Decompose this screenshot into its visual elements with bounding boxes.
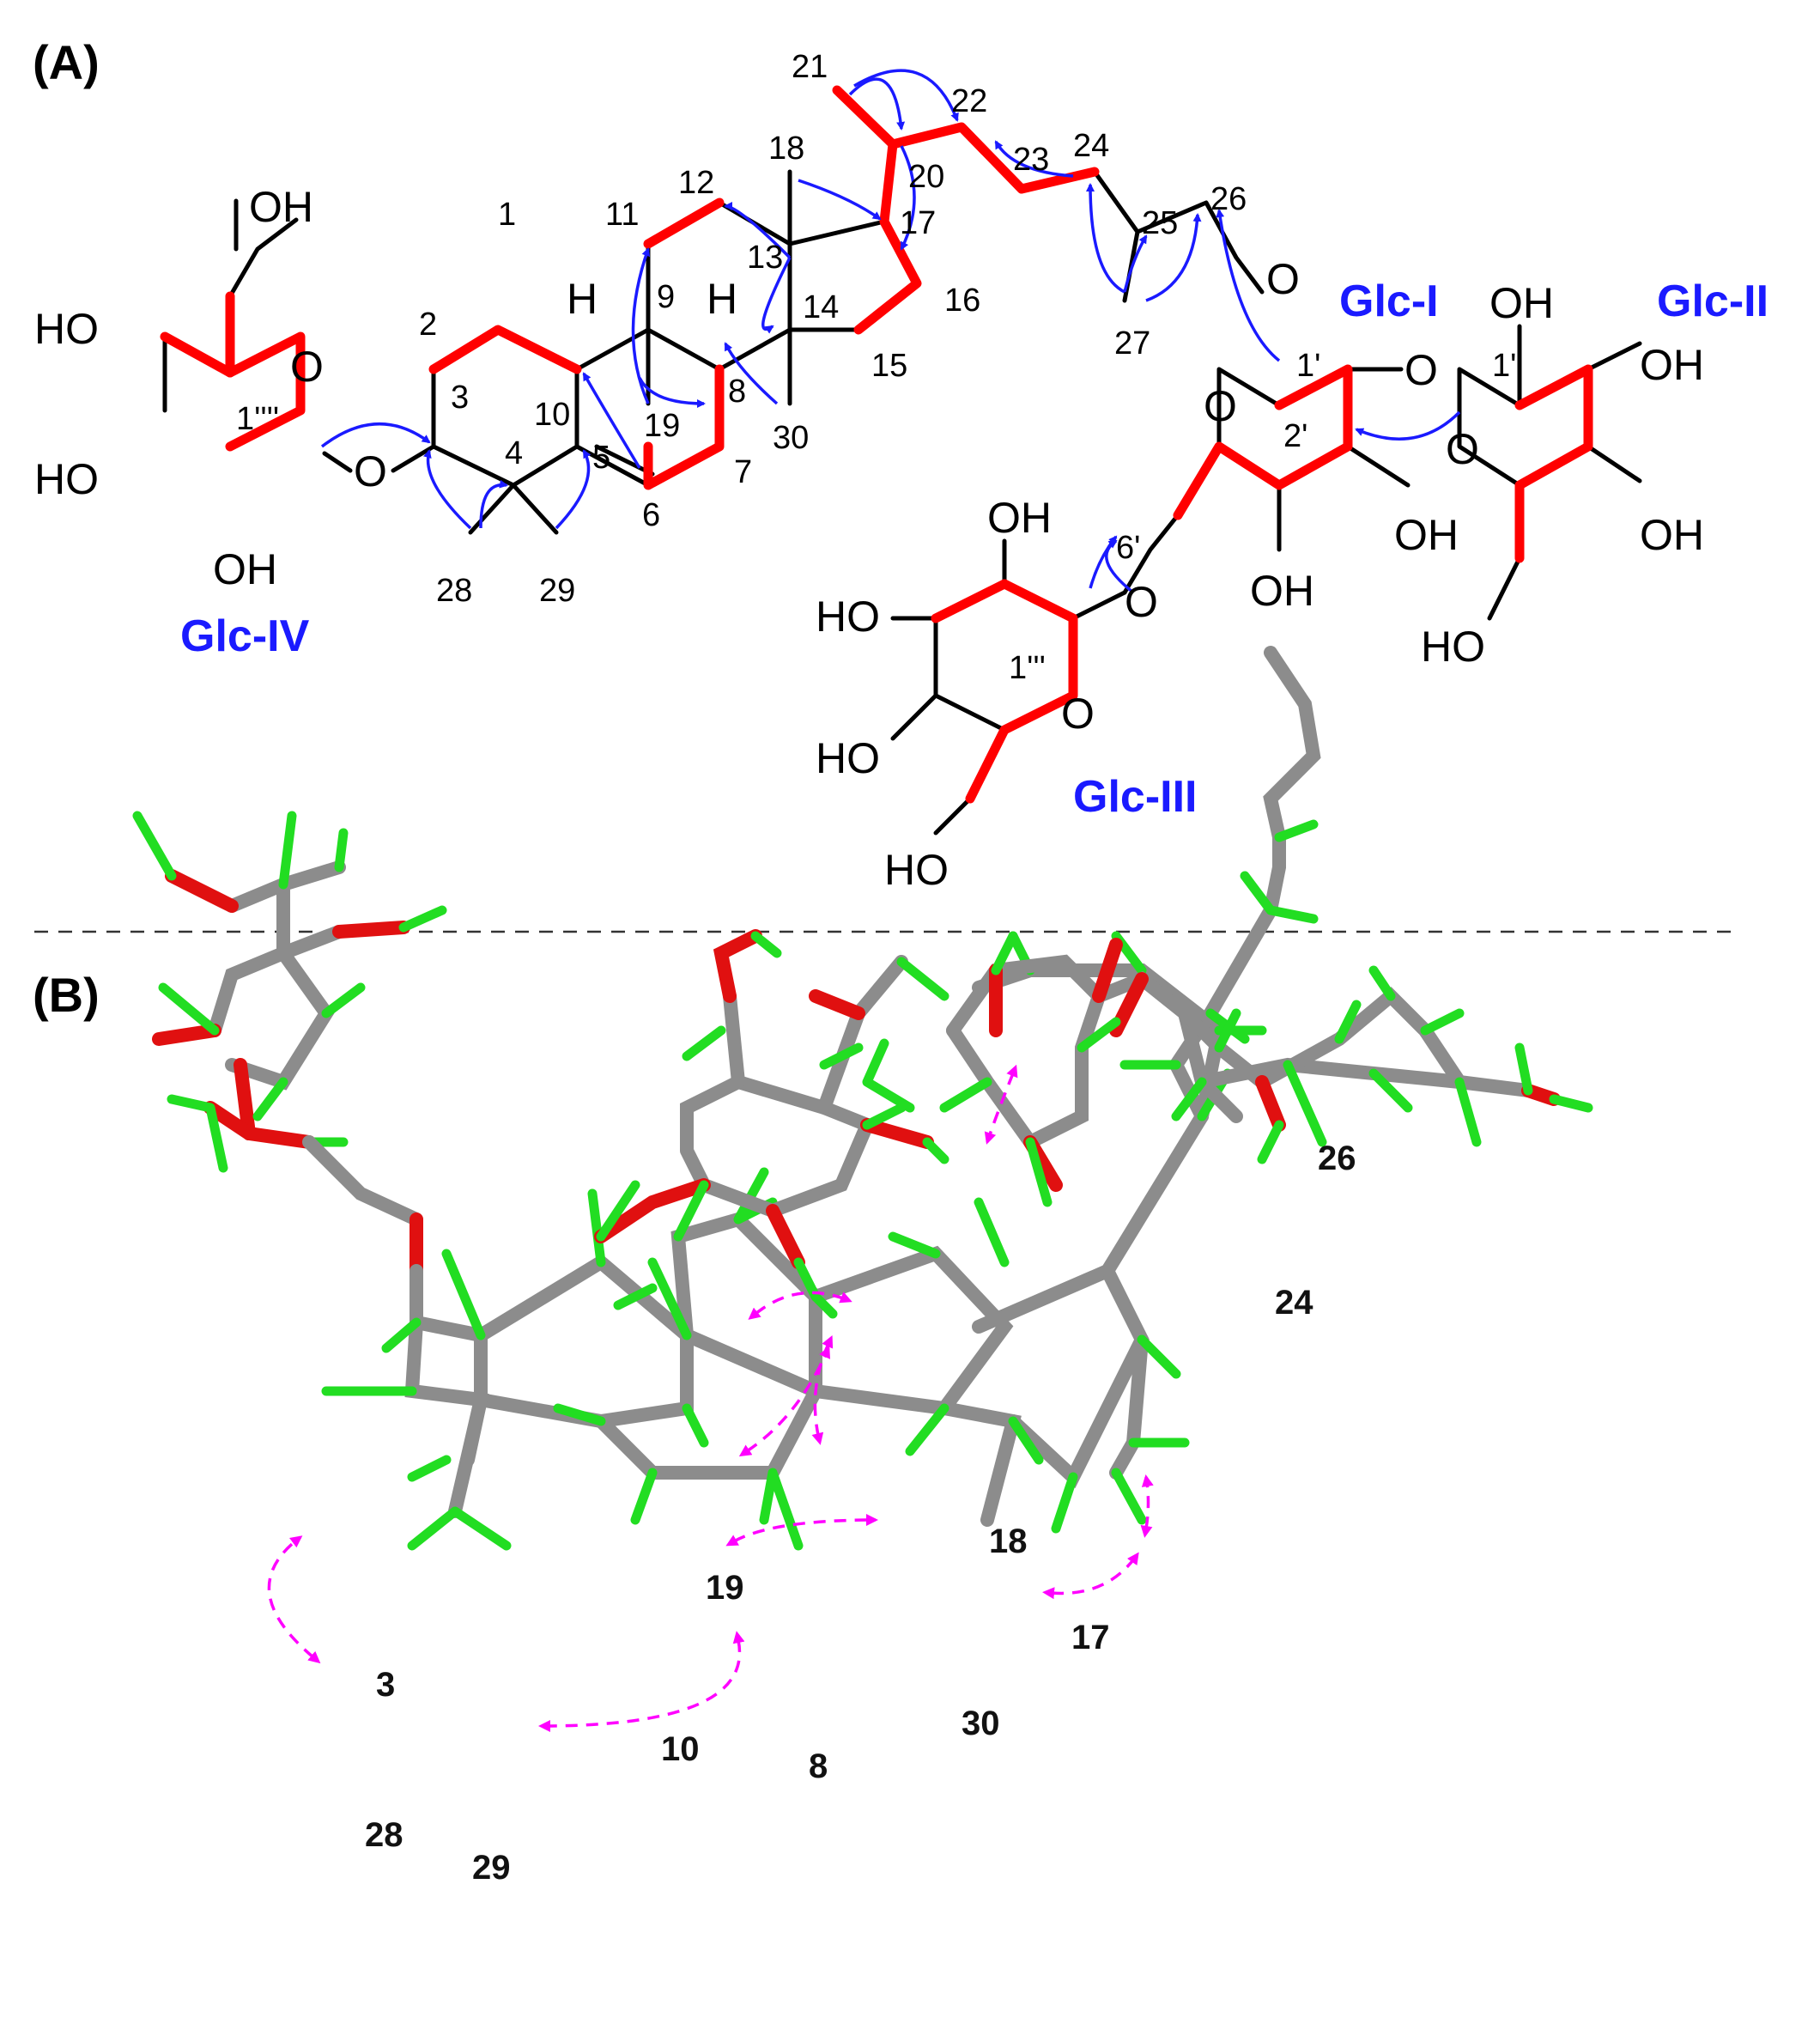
label-oh: OH bbox=[1640, 341, 1704, 389]
sugar-label-glc-i: Glc-I bbox=[1339, 277, 1439, 326]
label-ho: HO bbox=[884, 846, 949, 894]
num-18: 18 bbox=[768, 131, 804, 167]
label-o: O bbox=[1404, 346, 1438, 394]
num-28: 28 bbox=[436, 573, 472, 609]
label-ho: HO bbox=[1421, 623, 1485, 671]
num-b-30: 30 bbox=[962, 1705, 1000, 1742]
carbon-numbering-b: 3 10 8 17 18 19 24 26 28 29 30 bbox=[365, 1140, 1356, 1887]
label-o: O bbox=[1266, 255, 1300, 303]
num-9: 9 bbox=[657, 279, 675, 315]
num-8: 8 bbox=[728, 374, 746, 410]
num-19: 19 bbox=[644, 408, 680, 444]
label-o: O bbox=[1446, 425, 1479, 473]
num-22: 22 bbox=[951, 83, 987, 119]
num-17: 17 bbox=[900, 205, 936, 241]
num-b-17: 17 bbox=[1071, 1619, 1110, 1656]
panel-label-b: (B) bbox=[33, 968, 100, 1022]
noesy-arrows-b bbox=[267, 1064, 1154, 1732]
num-4: 4 bbox=[505, 435, 523, 471]
label-ho: HO bbox=[816, 593, 880, 641]
label-h: H bbox=[567, 275, 598, 323]
num-13: 13 bbox=[747, 240, 783, 276]
label-h: H bbox=[707, 275, 737, 323]
model-glc-iii bbox=[594, 929, 949, 1302]
label-ho: HO bbox=[34, 305, 99, 353]
num-24: 24 bbox=[1073, 128, 1109, 164]
num-b-8: 8 bbox=[809, 1747, 828, 1785]
num-12: 12 bbox=[678, 165, 714, 201]
num-29: 29 bbox=[539, 573, 575, 609]
num-5: 5 bbox=[592, 440, 610, 476]
num-1-quad-prime: 1'''' bbox=[236, 401, 279, 437]
num-6: 6 bbox=[642, 497, 660, 533]
label-oh: OH bbox=[1250, 567, 1314, 615]
label-o: O bbox=[1204, 382, 1237, 430]
sugar-label-glc-iii: Glc-III bbox=[1073, 772, 1197, 822]
num-1-triple-prime: 1''' bbox=[1009, 650, 1046, 686]
label-oh: OH bbox=[1489, 279, 1554, 327]
atom-labels-a: OH HO HO OH O O H H O O O OH OH OH OH O … bbox=[34, 183, 1704, 894]
hmbc-arrows-a bbox=[320, 69, 1461, 594]
label-oh: OH bbox=[987, 494, 1052, 542]
num-27: 27 bbox=[1114, 325, 1150, 362]
num-11: 11 bbox=[605, 197, 639, 233]
num-1: 1 bbox=[498, 197, 516, 233]
panel-label-a: (A) bbox=[33, 35, 100, 89]
sugar-label-glc-ii: Glc-II bbox=[1657, 277, 1768, 326]
num-14: 14 bbox=[803, 289, 839, 325]
num-b-29: 29 bbox=[472, 1849, 511, 1887]
num-30: 30 bbox=[773, 420, 809, 456]
num-26: 26 bbox=[1210, 181, 1247, 217]
num-15: 15 bbox=[871, 348, 907, 384]
num-b-10: 10 bbox=[661, 1730, 700, 1768]
num-25: 25 bbox=[1142, 205, 1178, 241]
label-oh: OH bbox=[1394, 511, 1459, 559]
num-23: 23 bbox=[1013, 142, 1049, 178]
num-6-prime: 6' bbox=[1116, 530, 1140, 566]
num-1-double-prime: 1'' bbox=[1492, 348, 1523, 384]
cosy-bonds-a bbox=[160, 85, 1593, 804]
num-b-26: 26 bbox=[1318, 1140, 1356, 1177]
label-ho: HO bbox=[816, 734, 880, 782]
label-o: O bbox=[1125, 578, 1158, 626]
label-o: O bbox=[290, 343, 324, 391]
num-21: 21 bbox=[792, 49, 828, 85]
label-o: O bbox=[354, 447, 387, 495]
label-oh: OH bbox=[213, 545, 277, 593]
num-1-prime: 1' bbox=[1296, 348, 1320, 384]
label-oh: OH bbox=[1640, 511, 1704, 559]
num-3: 3 bbox=[451, 380, 469, 416]
label-o: O bbox=[1061, 690, 1095, 738]
num-16: 16 bbox=[944, 283, 980, 319]
num-2: 2 bbox=[419, 307, 437, 343]
label-oh: OH bbox=[249, 183, 313, 231]
num-b-3: 3 bbox=[376, 1666, 395, 1704]
label-ho: HO bbox=[34, 455, 99, 503]
num-10: 10 bbox=[534, 397, 570, 433]
num-b-24: 24 bbox=[1275, 1284, 1313, 1322]
num-b-19: 19 bbox=[706, 1569, 744, 1607]
carbon-numbering-a: 1 2 3 4 5 6 7 8 9 10 11 12 13 14 15 16 1… bbox=[236, 49, 1523, 686]
num-b-18: 18 bbox=[989, 1522, 1028, 1560]
num-7: 7 bbox=[734, 454, 752, 490]
num-b-28: 28 bbox=[365, 1816, 403, 1854]
num-2-prime: 2' bbox=[1283, 418, 1307, 454]
sugar-label-glc-iv: Glc-IV bbox=[180, 611, 310, 661]
stick-model-3d bbox=[132, 646, 1593, 1551]
num-20: 20 bbox=[908, 159, 944, 195]
model-glc-iv bbox=[132, 811, 447, 1173]
